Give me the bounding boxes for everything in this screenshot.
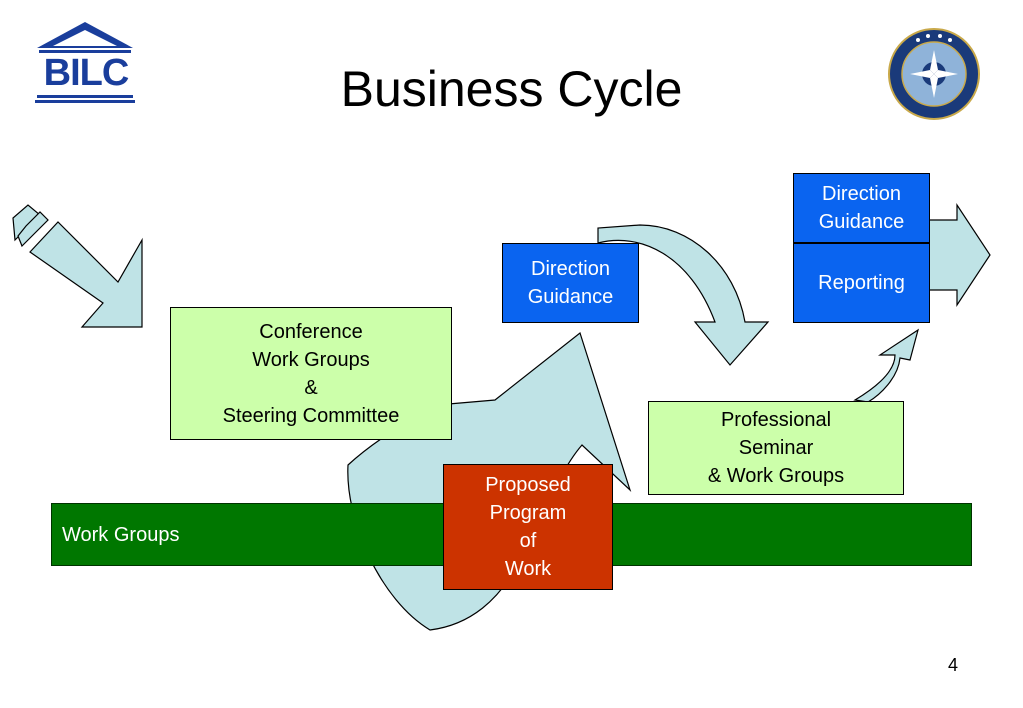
bilc-logo: BILC (33, 20, 138, 105)
direction-guidance-box-2: Direction Guidance (793, 173, 930, 243)
reporting-box: Reporting (793, 243, 930, 323)
direction-to-seminar-arrow (597, 224, 770, 366)
bilc-building-icon (35, 22, 135, 103)
professional-seminar-box: Professional Seminar & Work Groups (648, 401, 904, 495)
page-title: Business Cycle (340, 61, 683, 117)
direction-guidance-box-1: Direction Guidance (502, 243, 639, 323)
seminar-to-reporting-arrow (853, 328, 919, 403)
exit-arrow (924, 203, 991, 307)
page-number: 4 (948, 655, 959, 675)
conference-box: Conference Work Groups & Steering Commit… (170, 307, 452, 440)
bilc-logo-text: BILC (43, 52, 130, 94)
entry-arrow (12, 204, 143, 328)
act-emblem (888, 28, 980, 120)
proposed-program-box: Proposed Program of Work (443, 464, 613, 590)
act-emblem-icon (888, 28, 980, 120)
